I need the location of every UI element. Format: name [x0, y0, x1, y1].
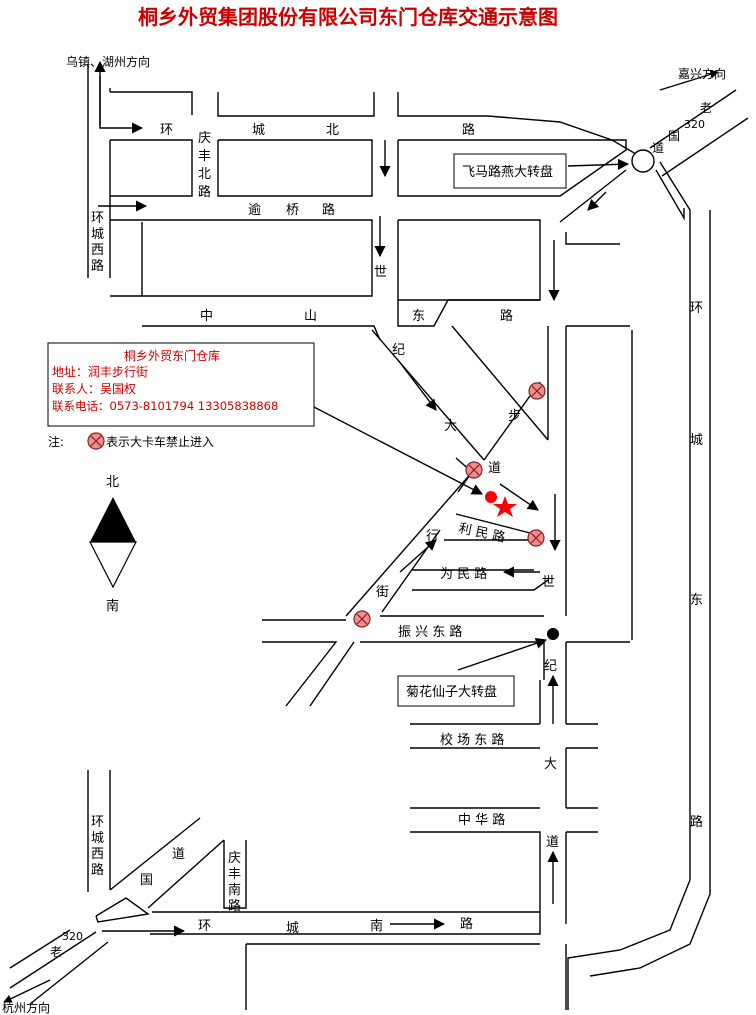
road-label-shiji-n: 世: [374, 265, 387, 280]
road-label-huancheng-bei-3: 北: [326, 123, 339, 138]
road-label-jibu-3: 步: [508, 409, 521, 424]
road-label-huancheng-xi-n-4: 路: [91, 258, 104, 274]
road-label-yuqiao-3: 路: [322, 202, 335, 218]
road-label-old320-sw-1: 320: [62, 930, 83, 943]
road-label-qingfeng-nan-3: 南: [228, 882, 241, 898]
road-label-yuqiao-2: 桥: [286, 203, 299, 218]
road-label-qingfeng-bei-1: 庆: [198, 131, 211, 146]
direction-jiaxing: 嘉兴方向: [678, 66, 726, 81]
truck-ban-marker-1: [528, 382, 546, 400]
road-label-huancheng-xi-n-3: 西: [91, 243, 104, 258]
road-label-huancheng-xi-s-4: 路: [91, 862, 104, 878]
road-label-huancheng-nan-3: 南: [370, 918, 383, 934]
road-network: [9, 64, 749, 1010]
road-label-huancheng-dong-4: 路: [690, 814, 703, 830]
legend-text: 表示大卡车禁止进入: [106, 434, 214, 449]
road-label-huancheng-xi-s-1: 环: [91, 815, 104, 830]
road-label-guodao-sw-1: 道: [172, 847, 185, 862]
warehouse-info-box: 桐乡外贸东门仓库 地址：润丰步行街 联系人：吴国权 联系电话：0573-8101…: [47, 342, 315, 427]
road-label-huancheng-bei-2: 城: [252, 123, 265, 138]
road-label-yuqiao-1: 逾: [248, 203, 261, 218]
road-label-ji-s: 纪: [544, 659, 557, 674]
road-label-huancheng-bei-1: 环: [160, 123, 173, 138]
compass-north-arrow: [90, 497, 136, 542]
road-label-jiaochang: 校 场 东 路: [440, 732, 504, 748]
road-label-old320-ne-4: 道: [652, 141, 664, 155]
road-label-qingfeng-bei-2: 丰: [198, 149, 211, 164]
road-label-huancheng-nan-2: 城: [286, 921, 299, 936]
road-labels: 环 城 北 路 庆 丰 北 路 环 城 西 路 逾 桥 路 世 中 山 东 路 …: [50, 101, 712, 959]
compass-south: 南: [106, 598, 119, 614]
road-label-weimin: 为 民 路: [440, 566, 487, 582]
truck-ban-marker-3: [527, 529, 545, 547]
feima-roundabout-box: [453, 153, 567, 189]
juhua-roundabout-dot: [547, 628, 559, 640]
feima-roundabout-label: 飞马路燕大转盘: [462, 164, 553, 180]
road-label-old320-ne-2: 320: [684, 118, 705, 131]
road-label-guodao-sw-2: 国: [140, 873, 153, 888]
road-label-jibu-2: 大: [444, 419, 457, 434]
road-label-xingjie-2: 街: [376, 585, 389, 600]
road-label-jibu-1: 纪: [392, 343, 405, 358]
road-label-zhenxing: 振 兴 东 路: [398, 624, 462, 640]
road-label-old320-sw-2: 老: [50, 945, 62, 959]
warehouse-star-icon: [493, 496, 517, 517]
road-label-zhonghua: 中 华 路: [458, 812, 505, 828]
road-label-qingfeng-bei-4: 路: [198, 184, 211, 200]
legend-prefix: 注:: [48, 434, 64, 449]
road-label-zhongshan-4: 路: [500, 308, 513, 324]
warehouse-phone: 联系电话：0573-8101794 13305838868: [52, 399, 278, 413]
road-label-huancheng-xi-s-3: 西: [91, 847, 104, 862]
compass-south-arrow: [89, 541, 137, 589]
compass: 北 南: [89, 475, 137, 614]
road-label-jibu-4: 道: [488, 461, 501, 476]
legend-truck-ban-icon: [87, 432, 105, 450]
direction-hangzhou: 杭州方向: [2, 1000, 50, 1015]
road-label-qingfeng-nan-1: 庆: [228, 851, 241, 866]
road-label-old320-ne-3: 国: [668, 129, 680, 143]
road-label-huancheng-dong-2: 城: [690, 433, 703, 448]
road-label-da: 大: [544, 757, 557, 772]
road-label-huancheng-bei-4: 路: [462, 122, 475, 138]
road-label-huancheng-xi-n-2: 城: [91, 227, 104, 242]
road-label-limin: 利 民 路: [457, 520, 507, 545]
road-label-old320-ne-1: 老: [700, 101, 712, 115]
warehouse-contact: 联系人：吴国权: [52, 382, 136, 396]
road-label-xingjie-1: 行: [426, 529, 439, 544]
road-label-huancheng-xi-s-2: 城: [91, 831, 104, 846]
road-label-qingfeng-bei-3: 北: [198, 167, 211, 182]
road-label-huancheng-dong-1: 环: [690, 301, 703, 316]
truck-ban-marker-4: [353, 610, 371, 628]
truck-ban-marker-2: [465, 461, 483, 479]
feima-roundabout-circle: [631, 149, 655, 173]
road-label-zhongshan-2: 山: [304, 309, 317, 324]
warehouse-name: 桐乡外贸东门仓库: [124, 348, 220, 363]
road-label-huancheng-dong-3: 东: [690, 593, 703, 608]
road-label-dao: 道: [546, 835, 559, 850]
warehouse-location-dot: [485, 491, 497, 503]
road-label-huancheng-xi-n-1: 环: [91, 211, 104, 226]
compass-north: 北: [106, 475, 119, 490]
map-title: 桐乡外贸集团股份有限公司东门仓库交通示意图: [138, 5, 558, 29]
traffic-arrows: [3, 60, 719, 1003]
juhua-roundabout-label: 菊花仙子大转盘: [406, 684, 497, 700]
road-label-huancheng-nan-4: 路: [460, 916, 473, 932]
road-label-qingfeng-nan-4: 路: [228, 898, 241, 914]
road-label-zhongshan-3: 东: [412, 309, 425, 324]
road-label-qingfeng-nan-2: 丰: [228, 867, 241, 882]
road-label-shiji-m: 世: [542, 575, 555, 590]
road-label-huancheng-nan-1: 环: [198, 919, 211, 934]
road-label-zhongshan-1: 中: [200, 309, 213, 324]
warehouse-address: 地址：润丰步行街: [52, 365, 148, 379]
juhua-roundabout-box: [397, 675, 515, 707]
direction-wuzhen-huzhou: 乌镇、湖州方向: [66, 54, 150, 69]
